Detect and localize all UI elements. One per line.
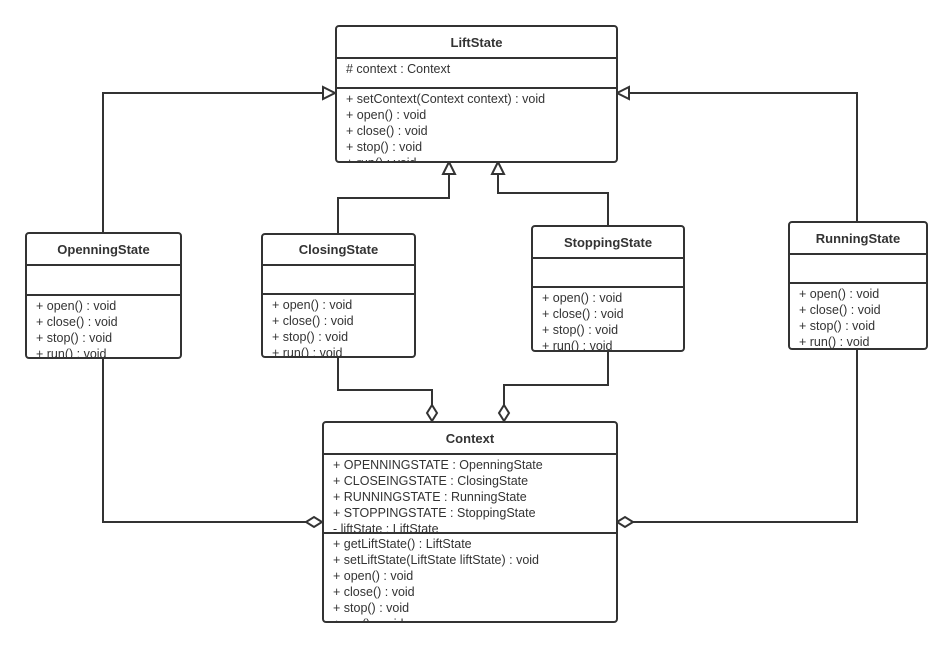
method: + stop() : void — [346, 140, 423, 154]
method: + stop() : void — [272, 330, 349, 344]
aggregation-stopping — [503, 351, 609, 405]
attributes-section — [27, 266, 180, 296]
attribute: + OPENNINGSTATE : OpenningState — [333, 458, 543, 472]
generalization-openning — [102, 92, 325, 232]
triangle-arrow-icon — [490, 159, 506, 175]
diamond-icon — [304, 515, 324, 529]
aggregation-closing — [337, 357, 433, 405]
method: + stop() : void — [799, 319, 876, 333]
method: + close() : void — [346, 124, 428, 138]
class-runningstate[interactable]: RunningState + open() : void + close() : v… — [788, 221, 928, 350]
method: + stop() : void — [333, 601, 410, 615]
method: + run() : void — [346, 156, 417, 163]
aggregation-running — [633, 349, 858, 523]
method: + open() : void — [799, 287, 880, 301]
method: + run() : void — [333, 616, 616, 621]
triangle-arrow-icon — [441, 159, 457, 175]
method: + open() : void — [272, 298, 353, 312]
class-name: RunningState — [790, 223, 926, 255]
methods-section: + getLiftState() : LiftState + setLiftSta… — [324, 534, 616, 621]
methods-section: + open() : void + close() : void + stop() … — [790, 284, 926, 349]
attributes-section — [790, 255, 926, 284]
method: + setContext(Context context) : void — [346, 92, 546, 106]
attribute: + CLOSEINGSTATE : ClosingState — [333, 474, 529, 488]
attributes-section — [533, 259, 683, 288]
method: + open() : void — [542, 291, 623, 305]
class-name: Context — [324, 423, 616, 455]
attributes-section: + OPENNINGSTATE : OpenningState + CLOSEIN… — [324, 455, 616, 536]
methods-section: + open() : void + close() : void + stop() … — [533, 288, 683, 352]
method: + stop() : void — [542, 323, 619, 337]
class-name: OpenningState — [27, 234, 180, 266]
generalization-running — [627, 92, 858, 221]
method: + close() : void — [272, 314, 354, 328]
method: + run() : void — [799, 335, 870, 349]
class-name: StoppingState — [533, 227, 683, 259]
method: + run() : void — [36, 347, 107, 359]
diamond-icon — [497, 403, 511, 423]
aggregation-openning — [102, 358, 306, 523]
method: + close() : void — [542, 307, 624, 321]
attribute: # context : Context — [346, 62, 451, 76]
method: + close() : void — [36, 315, 118, 329]
generalization-closing — [337, 172, 450, 233]
method: + close() : void — [333, 585, 415, 599]
attributes-section — [263, 266, 414, 295]
methods-section: + setContext(Context context) : void + op… — [337, 89, 616, 163]
generalization-stopping — [497, 172, 609, 225]
method: + close() : void — [799, 303, 881, 317]
method: + open() : void — [346, 108, 427, 122]
class-name: LiftState — [337, 27, 616, 59]
diamond-icon — [425, 403, 439, 423]
class-liftstate[interactable]: LiftState # context : Context + setContext… — [335, 25, 618, 163]
triangle-arrow-icon — [322, 85, 338, 101]
class-closingstate[interactable]: ClosingState + open() : void + close() : v… — [261, 233, 416, 358]
class-openningstate[interactable]: OpenningState + open() : void + close() : … — [25, 232, 182, 359]
triangle-arrow-icon — [614, 85, 630, 101]
method: + getLiftState() : LiftState — [333, 537, 472, 551]
methods-section: + open() : void + close() : void + stop() … — [27, 296, 180, 359]
attribute: - liftState : LiftState — [333, 522, 439, 536]
method: + run() : void — [542, 339, 613, 352]
attribute: + RUNNINGSTATE : RunningState — [333, 490, 527, 504]
methods-section: + open() : void + close() : void + stop() … — [263, 295, 414, 358]
method: + run() : void — [272, 346, 343, 358]
class-stoppingstate[interactable]: StoppingState + open() : void + close() : … — [531, 225, 685, 352]
attributes-section: # context : Context — [337, 59, 616, 89]
class-name: ClosingState — [263, 235, 414, 266]
method: + stop() : void — [36, 331, 113, 345]
attribute: + STOPPINGSTATE : StoppingState — [333, 506, 536, 520]
class-context[interactable]: Context+ OPENNINGSTATE : OpenningState+ … — [322, 421, 618, 623]
diamond-icon — [615, 515, 635, 529]
method: + setLiftState(LiftState liftState) : vo… — [333, 553, 540, 567]
method: + open() : void — [333, 569, 414, 583]
method: + open() : void — [36, 299, 117, 313]
